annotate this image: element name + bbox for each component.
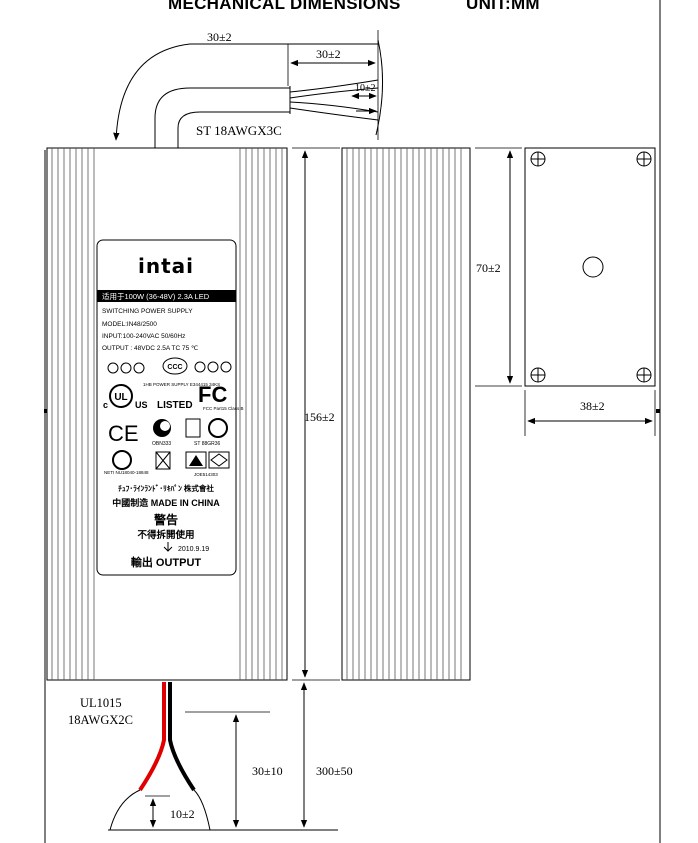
input-text: INPUT:100-240VAC 50/60Hz — [102, 333, 185, 340]
arrow-down-icon — [163, 542, 173, 552]
psa-text: JOE514303 — [194, 472, 218, 477]
st-text: ST 88GR36 — [194, 441, 221, 447]
drawing-title: MECHANICAL DIMENSIONS — [168, 0, 401, 13]
ccc-text: CCC — [167, 364, 182, 371]
mount-hole-bl — [530, 367, 546, 383]
cert-icon-4 — [194, 361, 206, 373]
cert-icon-1 — [107, 362, 119, 374]
bottom-cable-assembly — [108, 682, 338, 831]
dim-top-lead-tip: 10±2 — [355, 83, 376, 94]
dim-bottom-total: 300±50 — [316, 764, 353, 778]
ul-us: US — [135, 400, 148, 410]
st-icon — [185, 418, 201, 438]
dim-bottom-strip: 30±10 — [252, 764, 283, 778]
model-band — [97, 290, 236, 302]
warning-cn: 警告 — [153, 512, 178, 527]
output-cn: 輸出 OUTPUT — [131, 555, 202, 569]
type-line: SWITCHING POWER SUPPLY — [102, 308, 193, 315]
top-cable-assembly — [113, 30, 383, 148]
cert-icon-5 — [207, 361, 219, 373]
bottom-cable-spec-1: UL1015 — [80, 696, 122, 710]
dim-top-lead-total: 30±2 — [207, 30, 232, 44]
side-housing — [341, 147, 471, 681]
made-in: 中國制造 MADE IN CHINA — [112, 497, 220, 508]
bottom-cable-spec-2: 18AWGX2C — [68, 713, 133, 727]
end-view-plate — [524, 147, 656, 387]
dim-body-length: 156±2 — [304, 410, 335, 424]
jp-company: ﾁｭﾌ･ﾗｲﾝﾗﾝﾄﾞ･ﾘｷﾊﾟﾝ 株式會社 — [118, 483, 214, 493]
warning-text: 不得拆開使用 — [137, 529, 194, 541]
neti-text: NETI NU18040-18848 — [104, 470, 149, 475]
ccc-mark-icon — [162, 357, 188, 375]
mount-hole-tr — [636, 151, 652, 167]
cert-icon-6 — [220, 361, 232, 373]
output-text: OUTPUT : 48VDC 2.5A TC 75 ℃ — [102, 345, 199, 352]
ob-text: OBN333 — [152, 441, 171, 447]
dim-mount-height: 70±2 — [476, 261, 501, 275]
unit-label: UNIT:MM — [466, 0, 540, 13]
right-marker — [656, 409, 660, 413]
mount-hole-tl — [530, 151, 546, 167]
s-mark-icon — [208, 418, 228, 438]
fcc-sub: FCC Part15 Class B — [203, 406, 244, 411]
ul-listed: LISTED — [157, 400, 193, 411]
model-line: 适用于100W (36-48V) 2.3A LED — [102, 291, 210, 301]
ul-mark: UL — [114, 392, 127, 403]
model-text: MODEL:IN48/2500 — [102, 321, 157, 328]
mount-hole-br — [636, 367, 652, 383]
ul-c: c — [103, 400, 108, 410]
cert-icon-3 — [133, 362, 145, 374]
left-marker — [44, 409, 48, 413]
center-hole — [582, 256, 604, 278]
dim-top-lead-strip: 30±2 — [316, 47, 341, 61]
date-text: 2010.9.19 — [178, 546, 209, 553]
dim-bottom-tip: 10±2 — [170, 807, 195, 821]
top-cable-spec: ST 18AWGX3C — [196, 123, 282, 138]
brand-logo: intai — [138, 254, 194, 278]
fcc-logo: FC — [198, 382, 227, 407]
pse-icon — [208, 451, 230, 469]
ul-logo-icon — [109, 384, 133, 408]
psa-triangle-icon — [185, 451, 207, 469]
dim-mount-width: 38±2 — [580, 399, 605, 413]
neti-icon — [112, 450, 132, 470]
ul-text: 1HB POWER SUPPLY E344415 34KS — [143, 382, 220, 387]
cert-icon-2 — [120, 362, 132, 374]
product-label: intai 适用于100W (36-48V) 2.3A LED SWITCHIN… — [96, 239, 244, 576]
ce-mark: CE — [108, 421, 139, 446]
weee-bin-icon — [155, 451, 171, 470]
